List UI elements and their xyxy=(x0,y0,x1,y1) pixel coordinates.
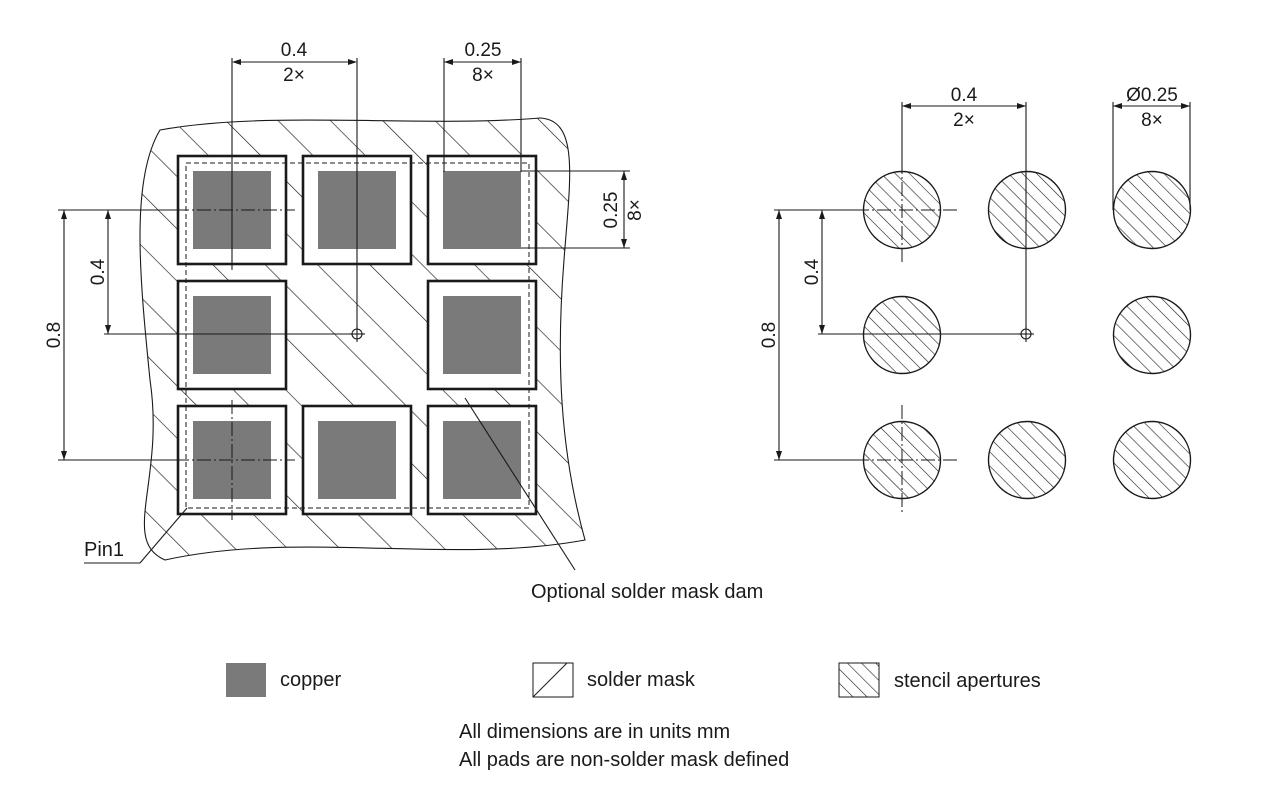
dimension-pitch-top: 0.4 2× xyxy=(231,40,358,330)
copper-pad xyxy=(193,296,271,374)
copper-pad xyxy=(318,421,396,499)
pad-height-label: 0.25 xyxy=(601,192,622,229)
stencil-pitch-label: 0.4 xyxy=(951,85,978,106)
stencil-aperture xyxy=(1112,170,1192,250)
legend-solder-mask-hatch xyxy=(532,662,568,698)
stencil-dimension-vertical-span: 0.8 xyxy=(759,209,860,461)
stencil-aperture xyxy=(862,295,942,375)
stencil-vertical-span-label: 0.8 xyxy=(759,322,780,348)
pad-height-count: 8× xyxy=(625,199,646,221)
dimension-vertical-span: 0.8 xyxy=(44,209,180,461)
stencil-vertical-pitch-label: 0.4 xyxy=(802,258,823,285)
note-pads: All pads are non-solder mask defined xyxy=(459,749,789,771)
vertical-span-label: 0.8 xyxy=(44,322,65,348)
stencil-aperture xyxy=(987,170,1067,250)
copper-pad xyxy=(443,296,521,374)
notes: All dimensions are in units mm All pads … xyxy=(459,721,789,771)
stencil-view: 0.4 2× Ø0.25 8× 0.4 0.8 xyxy=(759,85,1192,515)
legend-solder-mask-label: solder mask xyxy=(587,669,696,691)
pin1-label: Pin1 xyxy=(84,539,124,561)
stencil-aperture xyxy=(987,420,1067,500)
pitch-label: 0.4 xyxy=(281,40,308,61)
legend-copper-label: copper xyxy=(280,669,341,691)
solder-mask-dam-callout: Optional solder mask dam xyxy=(464,397,763,603)
legend-solder-mask: solder mask xyxy=(532,662,696,698)
pitch-count: 2× xyxy=(283,65,305,86)
dimension-vertical-pitch: 0.4 xyxy=(88,210,350,335)
stencil-dimension-pitch: 0.4 2× xyxy=(901,85,1027,328)
legend-stencil-label: stencil apertures xyxy=(894,670,1041,692)
vertical-pitch-label: 0.4 xyxy=(88,258,109,285)
legend: copper solder mask stencil apertures xyxy=(226,662,1041,698)
dimension-pad-width: 0.25 8× xyxy=(443,40,522,172)
stencil-dimension-vertical-pitch: 0.4 xyxy=(802,210,1020,335)
stencil-aperture xyxy=(1112,420,1192,500)
pad-layout-view: 0.4 2× 0.25 8× 0.25 8× 0.4 xyxy=(44,40,763,603)
copper-pad xyxy=(443,171,521,249)
stencil-pitch-count: 2× xyxy=(953,110,975,131)
copper-pad xyxy=(443,421,521,499)
note-units: All dimensions are in units mm xyxy=(459,721,730,743)
stencil-diameter-label: Ø0.25 xyxy=(1126,85,1178,106)
solder-mask-dam-label: Optional solder mask dam xyxy=(531,581,763,603)
pad-width-label: 0.25 xyxy=(465,40,502,61)
legend-copper: copper xyxy=(226,663,341,697)
pin1-callout: Pin1 xyxy=(84,507,188,564)
dimension-pad-height: 0.25 8× xyxy=(521,170,646,249)
legend-stencil-swatch xyxy=(838,662,880,698)
stencil-center-mark xyxy=(1018,326,1034,342)
legend-solder-mask-swatch xyxy=(532,662,574,698)
legend-stencil: stencil apertures xyxy=(838,662,1041,698)
legend-copper-swatch xyxy=(226,663,266,697)
pad-width-count: 8× xyxy=(472,65,494,86)
stencil-aperture xyxy=(1112,295,1192,375)
stencil-diameter-count: 8× xyxy=(1141,110,1163,131)
stencil-dimension-diameter: Ø0.25 8× xyxy=(1112,85,1191,210)
stencil-aperture-grid xyxy=(862,170,1192,500)
stencil-centerlines xyxy=(855,160,960,515)
